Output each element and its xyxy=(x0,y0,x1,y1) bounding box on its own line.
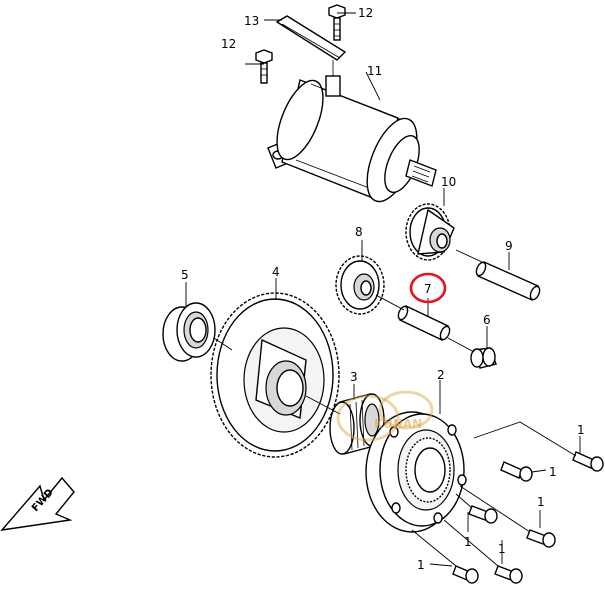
fwd-arrow: FWD xyxy=(0,476,75,531)
part-1-bolt-e xyxy=(452,565,479,584)
callout-6: 6 xyxy=(483,313,491,327)
part-1-bolt-d xyxy=(526,529,556,548)
part-8-idle-gear xyxy=(335,255,385,315)
callout-4: 4 xyxy=(272,265,280,279)
part-11-starter-motor xyxy=(267,60,437,203)
callout-13: 13 xyxy=(244,14,259,28)
part-12-bolt-upper-left xyxy=(255,49,273,84)
callout-9: 9 xyxy=(505,239,513,253)
part-1-bolt-c xyxy=(468,505,498,524)
assembly-lines xyxy=(185,12,581,567)
part-2-starter-clutch xyxy=(365,411,467,533)
part-10-double-gear xyxy=(405,203,455,261)
callout-1-f: 1 xyxy=(417,558,425,572)
callout-12-upper: 12 xyxy=(358,6,373,20)
part-9-pin xyxy=(475,261,541,301)
part-12-bolt-upper-right xyxy=(328,4,346,41)
callout-1-e: 1 xyxy=(498,542,506,556)
part-1-bolt-b xyxy=(572,451,604,472)
callout-1-a: 1 xyxy=(577,423,585,437)
part-5-oil-seal xyxy=(162,302,216,362)
callout-2: 2 xyxy=(437,368,445,382)
part-1-bolt-f xyxy=(494,565,523,584)
part-6-spacer xyxy=(470,347,497,369)
part-13-mounting-plate xyxy=(275,15,347,61)
part-4-driven-gear xyxy=(210,292,340,458)
watermark-text: KUNAN xyxy=(374,417,422,431)
callout-11: 11 xyxy=(367,64,382,78)
part-1-bolt-a xyxy=(500,461,533,482)
highlight-circle xyxy=(409,272,447,304)
callout-3: 3 xyxy=(350,370,358,384)
callout-1-b: 1 xyxy=(549,465,557,479)
callout-1-c: 1 xyxy=(537,495,545,509)
callout-5: 5 xyxy=(181,268,189,282)
callout-8: 8 xyxy=(355,225,363,239)
watermark-logo: KUNAN xyxy=(336,390,434,442)
callout-10: 10 xyxy=(441,175,456,189)
callout-1-d: 1 xyxy=(464,535,472,549)
part-7-shaft xyxy=(397,305,451,341)
callout-12-lower: 12 xyxy=(221,37,236,51)
callout-7: 7 xyxy=(424,282,432,296)
